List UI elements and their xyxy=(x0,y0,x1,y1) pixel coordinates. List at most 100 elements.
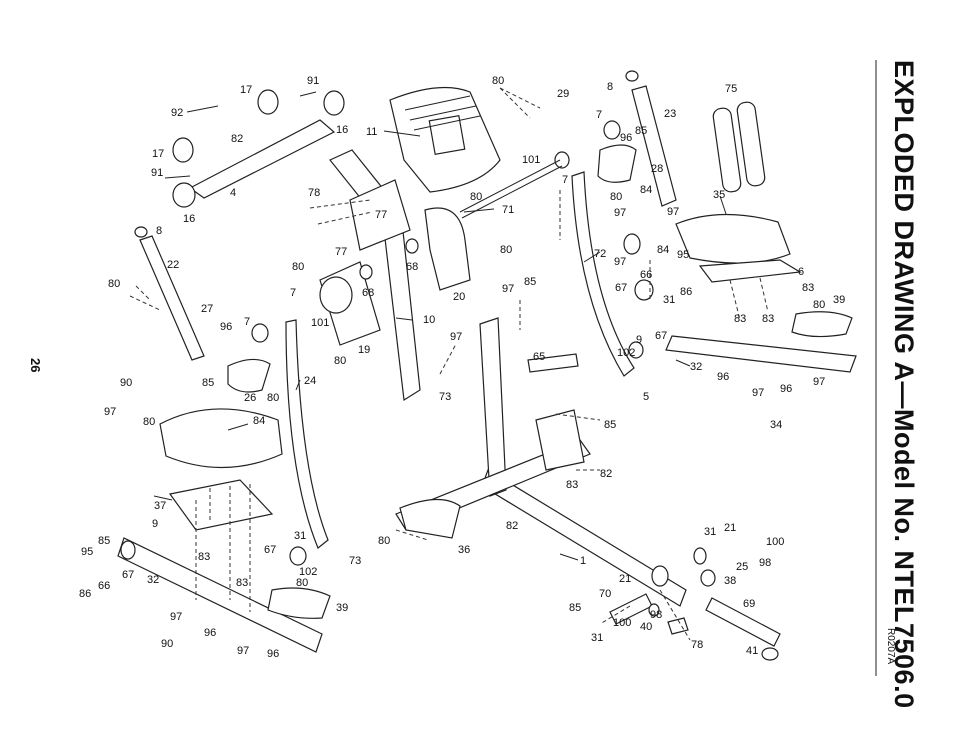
callout: 38 xyxy=(724,575,736,587)
callout: 90 xyxy=(120,377,132,389)
callout: 90 xyxy=(161,638,173,650)
callout: 96 xyxy=(620,132,632,144)
callout: 11 xyxy=(366,126,377,138)
callout: 80 xyxy=(813,299,825,311)
callout: 68 xyxy=(406,261,418,273)
callout: 82 xyxy=(231,133,243,145)
callout: 71 xyxy=(502,204,514,216)
callout: 84 xyxy=(640,184,652,196)
callout: 102 xyxy=(617,347,635,359)
part-hardware xyxy=(120,120,654,566)
callout: 85 xyxy=(569,602,581,614)
callout: 80 xyxy=(378,535,390,547)
callout: 96 xyxy=(204,627,216,639)
page-number-text: 26 xyxy=(28,358,43,373)
callout: 4 xyxy=(230,187,236,199)
callout: 7 xyxy=(290,287,296,299)
callout: 39 xyxy=(336,602,348,614)
part-pedal-39-left xyxy=(267,587,331,619)
callout: 97 xyxy=(813,376,825,388)
callout: 80 xyxy=(267,392,279,404)
part-pedal-39-right xyxy=(791,311,853,338)
callout: 39 xyxy=(833,294,845,306)
page-title: EXPLODED DRAWING A—Model No. NTEL7506.0 xyxy=(879,60,919,709)
callout: 21 xyxy=(724,522,736,534)
part-pedal-35 xyxy=(675,213,802,283)
callout: 37 xyxy=(154,500,166,512)
callout: 7 xyxy=(562,174,568,186)
callout: 80 xyxy=(470,191,482,203)
callout: 7 xyxy=(244,316,250,328)
callout: 91 xyxy=(307,75,319,87)
assembly-lines xyxy=(129,87,769,641)
callout: 100 xyxy=(613,617,631,629)
callout: 24 xyxy=(304,375,316,387)
callout: 72 xyxy=(594,248,606,260)
callout: 19 xyxy=(358,344,370,356)
callout: 5 xyxy=(643,391,649,403)
part-arm-right xyxy=(571,171,635,377)
callout: 83 xyxy=(802,282,814,294)
callout: 16 xyxy=(183,213,195,225)
callout: 95 xyxy=(677,249,689,261)
callout: 23 xyxy=(664,108,676,120)
callout: 78 xyxy=(308,187,320,199)
part-frame xyxy=(395,317,687,607)
callout: 96 xyxy=(267,648,279,660)
callout: 68 xyxy=(362,287,374,299)
callout: 34 xyxy=(770,419,782,431)
callout: 83 xyxy=(734,313,746,325)
callout: 66 xyxy=(640,269,652,281)
callout: 102 xyxy=(299,566,317,578)
part-leveler-41 xyxy=(761,647,779,661)
part-arm-22 xyxy=(139,235,205,361)
callout: 97 xyxy=(450,331,462,343)
callout: 96 xyxy=(717,371,729,383)
callout: 82 xyxy=(506,520,518,532)
callout: 101 xyxy=(311,317,329,329)
callout: 97 xyxy=(667,206,679,218)
callout: 83 xyxy=(566,479,578,491)
callout: 35 xyxy=(713,189,725,201)
callout: 31 xyxy=(294,530,306,542)
callout-labels: 91 17 92 16 82 17 91 4 16 11 80 29 8 23 … xyxy=(79,75,845,660)
callout: 27 xyxy=(201,303,213,315)
callout: 101 xyxy=(522,154,540,166)
page-number: 26 xyxy=(25,358,45,388)
callout: 84 xyxy=(253,415,265,427)
callout: 8 xyxy=(607,81,613,93)
callout: 25 xyxy=(736,561,748,573)
callout: 36 xyxy=(458,544,470,556)
callout: 31 xyxy=(591,632,603,644)
callout: 97 xyxy=(104,406,116,418)
callout: 67 xyxy=(122,569,134,581)
callout: 21 xyxy=(619,573,631,585)
part-arm-left xyxy=(285,319,329,549)
part-upright xyxy=(319,149,471,402)
callout: 67 xyxy=(264,544,276,556)
callout: 91 xyxy=(151,167,163,179)
drawing-code-text: R0207A xyxy=(885,628,896,665)
callout: 86 xyxy=(79,588,91,600)
part-pedal-arm-left xyxy=(117,537,323,653)
callout: 40 xyxy=(640,621,652,633)
callout: 32 xyxy=(147,574,159,586)
callout: 82 xyxy=(600,468,612,480)
part-cap-8-right xyxy=(625,70,639,82)
callout: 80 xyxy=(296,577,308,589)
callout: 92 xyxy=(171,107,183,119)
callout: 85 xyxy=(524,276,536,288)
callout: 80 xyxy=(292,261,304,273)
callout: 17 xyxy=(240,84,252,96)
callout: 85 xyxy=(635,125,647,137)
callout: 77 xyxy=(335,246,347,258)
callout: 69 xyxy=(743,598,755,610)
callout: 97 xyxy=(752,387,764,399)
callout: 80 xyxy=(492,75,504,87)
callout: 7 xyxy=(596,109,602,121)
callout: 8 xyxy=(156,225,162,237)
callout: 95 xyxy=(81,546,93,558)
callout: 85 xyxy=(604,419,616,431)
callout: 96 xyxy=(780,383,792,395)
